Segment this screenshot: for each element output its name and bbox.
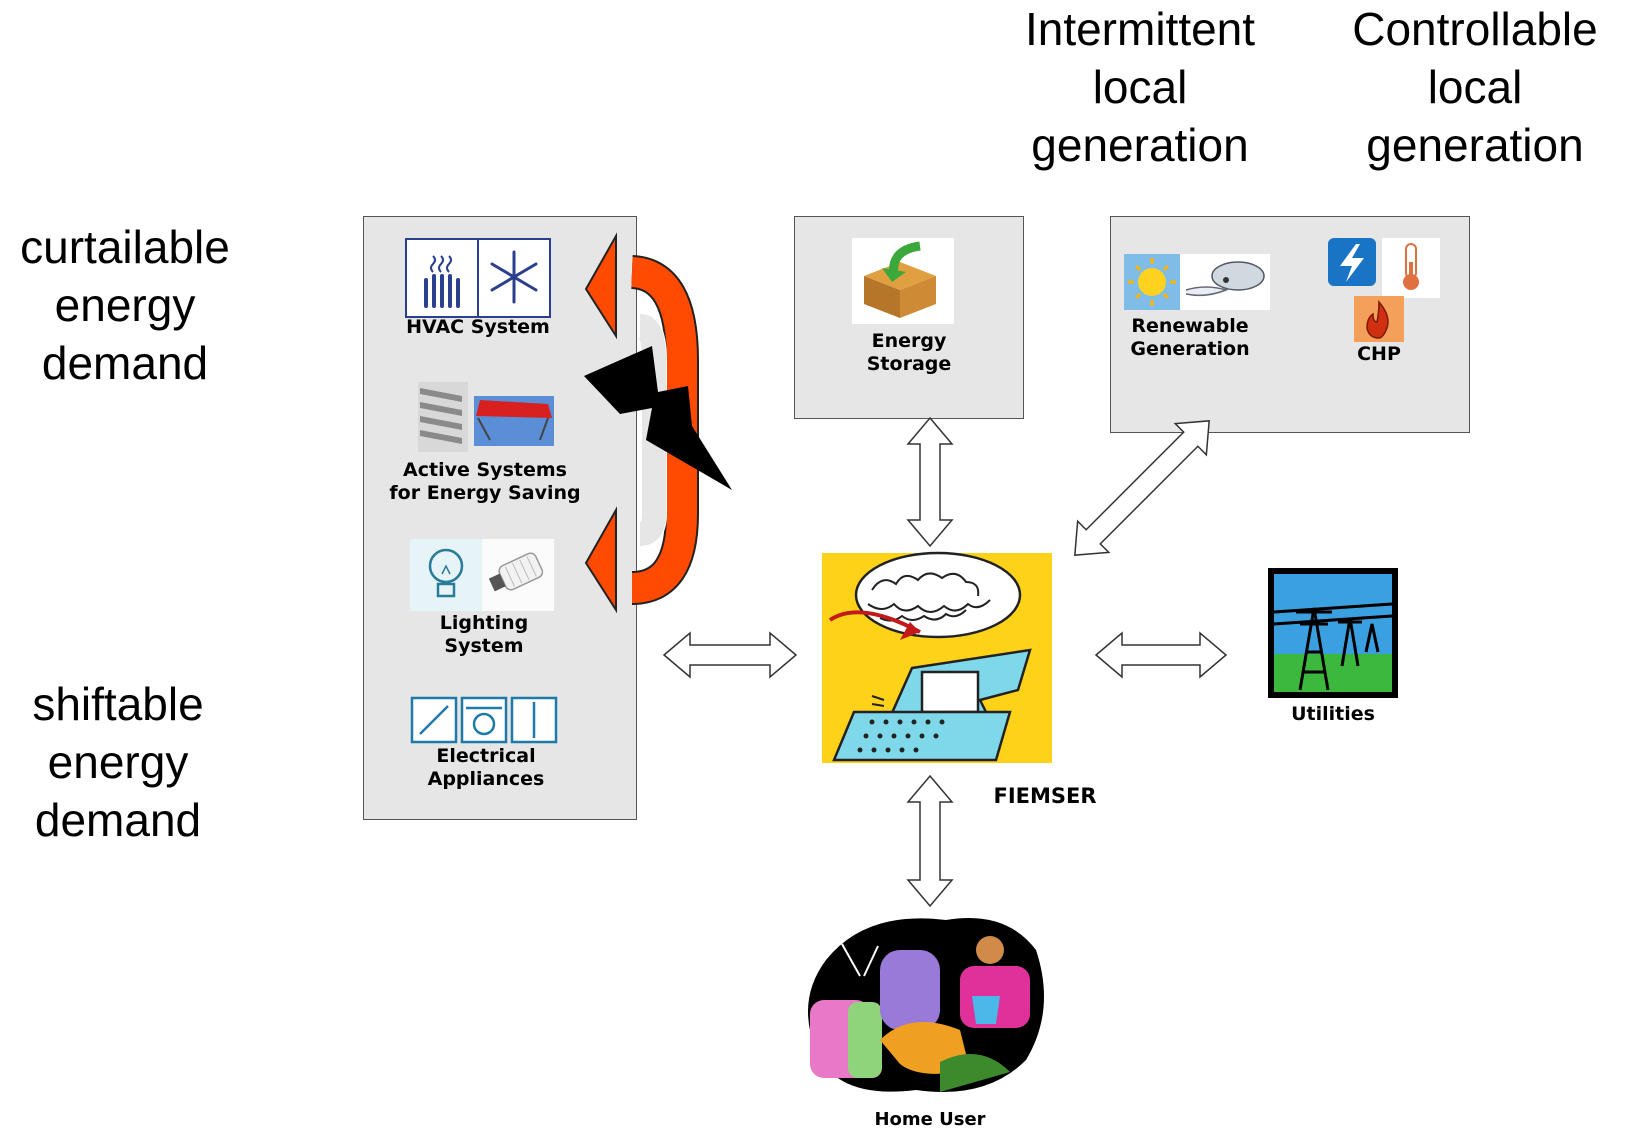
active-systems-label: Active Systems for Energy Saving: [380, 459, 590, 505]
hvac-label: HVAC System: [406, 316, 550, 338]
fiemser-computer-brain-icon: [822, 551, 1052, 763]
wind-cloud-icon: [1180, 254, 1270, 310]
label-line: Electrical: [436, 745, 536, 767]
thermometer-icon: [1382, 238, 1440, 298]
home-user-tv-icon: [808, 918, 1044, 1092]
double-arrow: [662, 416, 1228, 908]
heading-line: Intermittent: [1024, 3, 1256, 55]
controllable-generation-heading: Controllable local generation: [1345, 0, 1605, 174]
label-line: Active Systems: [403, 459, 567, 481]
label-line: Generation: [1130, 338, 1250, 360]
label-line: for Energy Saving: [389, 482, 581, 504]
awning-icon: [474, 396, 554, 446]
intermittent-generation-heading: Intermittent local generation: [1010, 0, 1270, 174]
heading-line: energy: [54, 279, 196, 331]
heading-line: local: [1427, 61, 1523, 113]
hvac-icon: [405, 238, 551, 318]
blinds-icon: [418, 382, 468, 452]
curtailable-demand-heading: curtailable energy demand: [0, 218, 250, 392]
chp-label: CHP: [1357, 343, 1401, 365]
sun-icon: [1124, 254, 1180, 310]
utilities-label: Utilities: [1291, 703, 1375, 725]
heading-line: Controllable: [1352, 3, 1598, 55]
shiftable-demand-heading: shiftable energy demand: [0, 675, 236, 849]
label-line: System: [444, 635, 524, 657]
label-line: Renewable: [1131, 315, 1249, 337]
label-line: Storage: [866, 353, 952, 375]
power-lines-icon: [1268, 568, 1398, 698]
heading-line: demand: [34, 794, 202, 846]
renewable-generation-label: Renewable Generation: [1110, 315, 1270, 361]
storage-box-icon: [852, 238, 954, 324]
heading-line: demand: [41, 337, 209, 389]
label-line: Appliances: [427, 768, 545, 790]
appliances-label: Electrical Appliances: [404, 745, 568, 791]
label-line: Lighting: [439, 612, 529, 634]
home-user-label: Home User: [874, 1109, 986, 1130]
light-bulb-icon: [410, 539, 482, 611]
lighting-label: Lighting System: [404, 612, 564, 658]
heading-line: energy: [47, 736, 189, 788]
energy-storage-label: Energy Storage: [829, 330, 989, 376]
cfl-bulb-icon: [482, 539, 554, 611]
fiemser-label: FIEMSER: [993, 784, 1097, 808]
appliances-icon: [410, 696, 558, 744]
curtailment-lightning-icon: [584, 346, 732, 490]
heading-line: generation: [1366, 119, 1584, 171]
heading-line: shiftable: [32, 678, 204, 730]
fire-icon: [1354, 296, 1404, 342]
heading-line: curtailable: [20, 221, 230, 273]
label-line: Energy: [871, 330, 947, 352]
double-arrow: [1074, 420, 1210, 556]
lightning-bolt-icon: [1328, 238, 1376, 286]
heading-line: generation: [1031, 119, 1249, 171]
heading-line: local: [1092, 61, 1188, 113]
